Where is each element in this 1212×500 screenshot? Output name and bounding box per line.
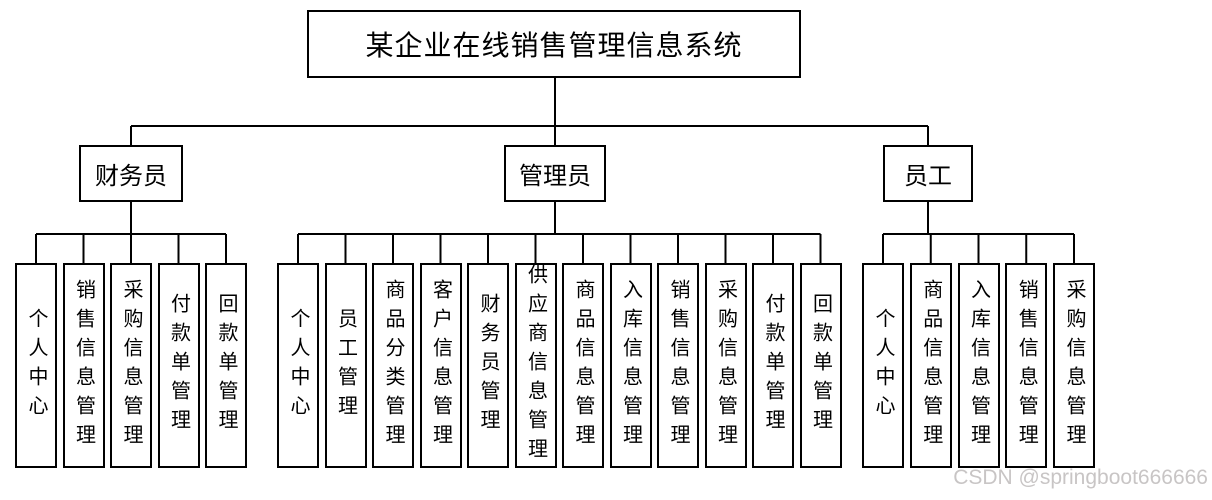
leaf-node-label: 销售信息管理 xyxy=(72,278,95,453)
leaf-node-label: 付款单管理 xyxy=(167,293,190,438)
leaf-node-label: 入库信息管理 xyxy=(619,278,642,453)
leaf-node: 个人中心 xyxy=(862,263,904,468)
leaf-node: 商品信息管理 xyxy=(909,263,952,468)
leaf-node-label: 供应商信息管理 xyxy=(524,264,547,467)
leaf-node-label: 商品信息管理 xyxy=(572,278,594,453)
leaf-node-label: 个人中心 xyxy=(287,307,309,424)
watermark: CSDN @springboot666666 xyxy=(953,466,1208,489)
leaf-node-label: 商品分类管理 xyxy=(382,278,404,453)
leaf-node-label: 采购信息管理 xyxy=(1063,278,1085,453)
leaf-node-label: 回款单管理 xyxy=(809,293,832,438)
leaf-node: 采购信息管理 xyxy=(704,263,747,468)
branch-node-administrator: 管理员 xyxy=(504,145,606,202)
leaf-node: 客户信息管理 xyxy=(419,263,462,468)
leaf-node: 销售信息管理 xyxy=(1005,263,1048,468)
leaf-node-label: 客户信息管理 xyxy=(429,278,452,453)
leaf-node: 财务员管理 xyxy=(467,263,509,468)
leaf-node: 商品信息管理 xyxy=(562,263,604,468)
leaf-node: 付款单管理 xyxy=(157,263,200,468)
leaf-node-label: 员工管理 xyxy=(334,307,357,424)
leaf-node: 付款单管理 xyxy=(752,263,794,468)
leaf-node-label: 回款单管理 xyxy=(215,293,237,438)
leaf-node-label: 入库信息管理 xyxy=(967,278,990,453)
leaf-node: 供应商信息管理 xyxy=(514,263,557,468)
leaf-node: 采购信息管理 xyxy=(110,263,152,468)
root-node-label: 某企业在线销售管理信息系统 xyxy=(365,31,743,62)
leaf-node: 回款单管理 xyxy=(205,263,247,468)
branch-node-label: 员工 xyxy=(904,163,952,190)
leaf-node-label: 个人中心 xyxy=(25,307,47,424)
leaf-node: 个人中心 xyxy=(277,263,319,468)
leaf-node: 入库信息管理 xyxy=(957,263,1000,468)
leaf-node-label: 销售信息管理 xyxy=(667,278,689,453)
leaf-node-label: 财务员管理 xyxy=(477,293,499,438)
leaf-node-label: 商品信息管理 xyxy=(919,278,942,453)
leaf-node-label: 付款单管理 xyxy=(762,293,784,438)
root-node: 某企业在线销售管理信息系统 xyxy=(307,10,801,78)
branch-node-employee: 员工 xyxy=(883,145,973,202)
leaf-node: 采购信息管理 xyxy=(1053,263,1095,468)
leaf-node: 个人中心 xyxy=(15,263,57,468)
leaf-node-label: 销售信息管理 xyxy=(1015,278,1038,453)
branch-node-finance-staff: 财务员 xyxy=(79,145,183,202)
leaf-node: 员工管理 xyxy=(324,263,367,468)
leaf-node: 回款单管理 xyxy=(799,263,842,468)
leaf-node: 销售信息管理 xyxy=(62,263,105,468)
leaf-node: 商品分类管理 xyxy=(372,263,414,468)
leaf-node-label: 采购信息管理 xyxy=(714,278,737,453)
branch-node-label: 管理员 xyxy=(519,163,591,190)
leaf-node: 入库信息管理 xyxy=(609,263,652,468)
leaf-node: 销售信息管理 xyxy=(657,263,699,468)
branch-node-label: 财务员 xyxy=(95,163,167,190)
leaf-node-label: 个人中心 xyxy=(872,307,894,424)
leaf-node-label: 采购信息管理 xyxy=(120,278,142,453)
